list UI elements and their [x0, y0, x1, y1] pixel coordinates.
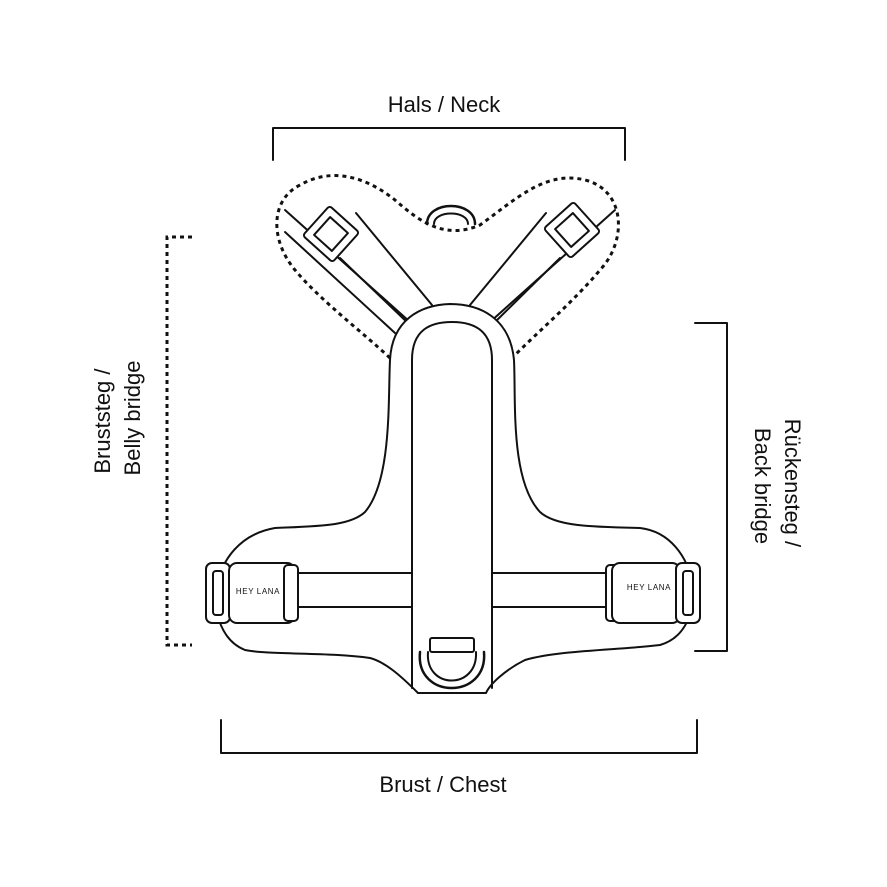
neck-bracket: [272, 127, 626, 161]
back-bridge-label: Rückensteg / Back bridge: [750, 419, 805, 554]
back-bridge-label-line2: Back bridge: [750, 428, 775, 544]
neck-piece: [275, 174, 620, 360]
belly-bridge-label: Bruststeg / Belly bridge: [90, 361, 145, 476]
right-buckle: HEY LANA: [605, 562, 701, 624]
neck-label: Hals / Neck: [388, 92, 501, 117]
bottom-d-ring: [418, 637, 486, 690]
back-bridge-bracket: [694, 322, 728, 652]
left-strap-slider: [302, 205, 360, 263]
back-bridge-label-line1: Rückensteg /: [780, 419, 805, 548]
right-strap-slider: [543, 201, 601, 259]
right-buckle-text: HEY LANA: [627, 583, 671, 592]
chest-label: Brust / Chest: [379, 772, 506, 797]
chest-straps: [281, 572, 626, 608]
belly-bridge-label-line2: Belly bridge: [120, 361, 145, 476]
left-neck-strap: [284, 209, 433, 334]
belly-bridge-bracket: [165, 235, 192, 647]
harness-body: [214, 303, 694, 694]
belly-bridge-label-line1: Bruststeg /: [90, 368, 115, 474]
left-buckle-text: HEY LANA: [236, 587, 280, 596]
chest-bracket: [220, 719, 698, 754]
left-buckle: HEY LANA: [205, 562, 299, 624]
